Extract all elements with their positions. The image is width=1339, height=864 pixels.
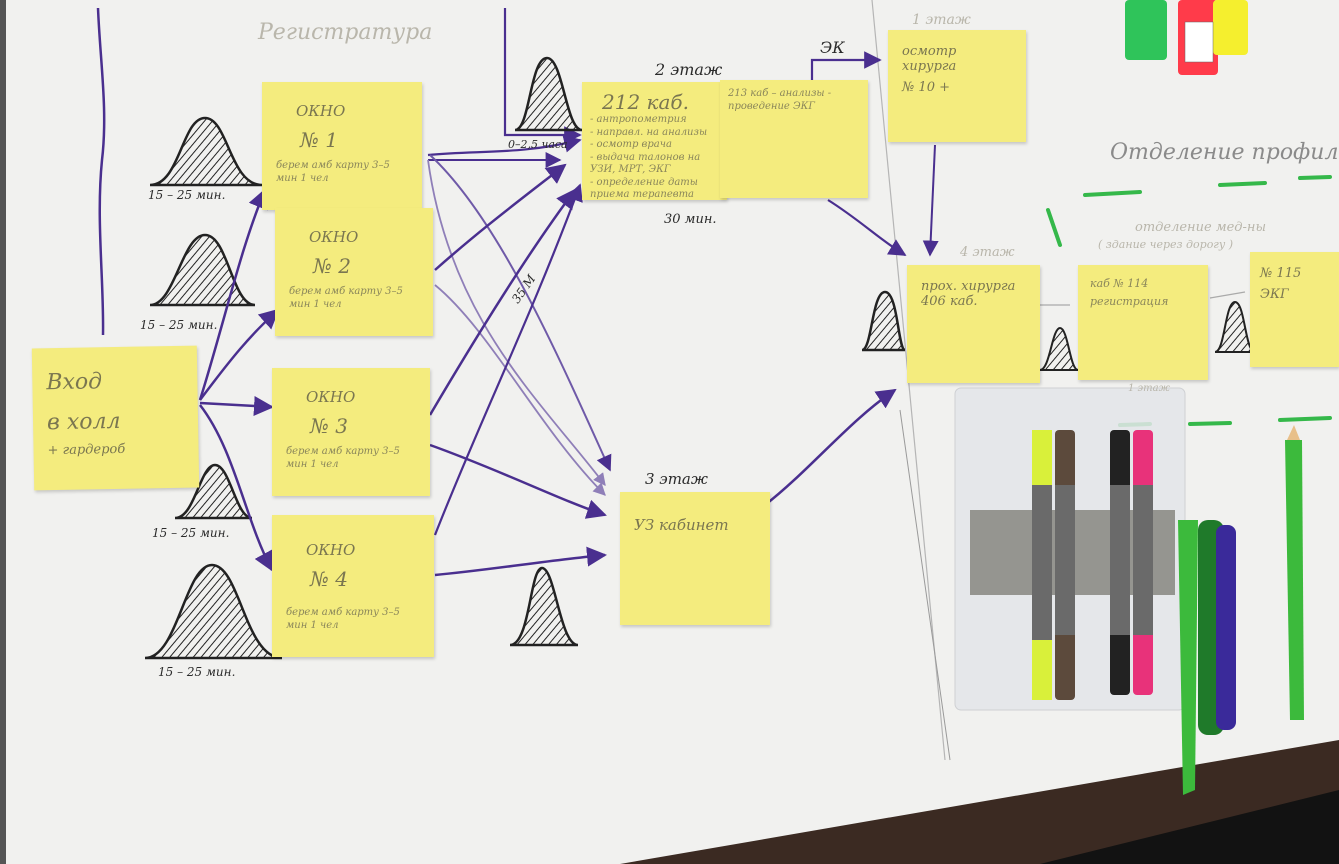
floor3-note: УЗ кабинет (620, 492, 770, 625)
window-2-desc: берем амб карту 3–5 мин 1 чел (289, 286, 403, 310)
floor2-cabinet-note: 212 каб. - антропометрия - направл. на а… (582, 82, 727, 200)
window-2-num: № 2 (313, 254, 352, 278)
window-3-desc: берем амб карту 3–5 мин 1 чел (286, 446, 400, 470)
window-1-title: ОКНО (296, 102, 346, 120)
table-floor (620, 740, 1339, 864)
window-2-title: ОКНО (309, 228, 359, 246)
green-dashes (1046, 175, 1332, 427)
dark-corner (1040, 790, 1339, 864)
cab114-sub: регистрация (1090, 294, 1169, 308)
queue-curve-4 (144, 563, 283, 660)
cab114-text: каб № 114 (1090, 277, 1149, 290)
window-3-num: № 3 (310, 414, 349, 438)
floor2-cabinet: 212 каб. (602, 90, 689, 114)
window-note-1: ОКНО № 1 берем амб карту 3–5 мин 1 чел (262, 82, 422, 210)
floor1-note-sub: № 10 + (902, 80, 951, 95)
window-1-desc: берем амб карту 3–5 мин 1 чел (276, 160, 390, 184)
queue-curve-6 (514, 56, 583, 132)
queue-curve-9 (1214, 300, 1256, 353)
wait-time-3: 15 – 25 мин. (152, 526, 230, 540)
floor2-second-note: 213 каб – анализы - проведение ЭКГ (720, 80, 868, 198)
floor2-duration: 30 мин. (664, 212, 717, 227)
department-title: Отделение профил (1110, 140, 1339, 165)
cab115-note: № 115 ЭКГ (1250, 252, 1339, 367)
floor2-item-5: - определение даты приема терапевта (590, 176, 698, 201)
wait-time-2: 15 – 25 мин. (140, 318, 218, 332)
floor4-note: прох. хирурга 406 каб. (907, 265, 1040, 383)
floor3-label: 3 этаж (645, 470, 708, 488)
registration-heading: Регистратура (258, 20, 433, 45)
window-4-num: № 4 (310, 567, 349, 591)
entry-line (96, 7, 106, 336)
queue-curve-7 (861, 290, 907, 352)
floor4-label: 4 этаж (960, 245, 1015, 260)
window-4-desc: берем амб карту 3–5 мин 1 чел (286, 607, 400, 631)
wait-time-1: 15 – 25 мин. (148, 188, 226, 202)
window-note-3: ОКНО № 3 берем амб карту 3–5 мин 1 чел (272, 368, 430, 496)
queue-curve-1 (149, 116, 263, 187)
floor1-surgeon-note: осмотр хирурга № 10 + (888, 30, 1026, 142)
floor2-label: 2 этаж (655, 60, 723, 79)
department-sub: отделение мед-ны (1135, 220, 1267, 235)
department-floor1: 1 этаж (1128, 383, 1170, 394)
floor2-item-3: - осмотр врача (590, 139, 672, 150)
floor4-note-text: прох. хирурга 406 каб. (921, 279, 1016, 309)
elevator-label: ЭК (820, 38, 845, 57)
queue-curve-3 (174, 463, 253, 520)
window-3-title: ОКНО (306, 388, 356, 406)
cab115-sub: ЭКГ (1260, 287, 1289, 302)
wait-time-4: 15 – 25 мин. (158, 665, 236, 679)
entrance-line1: Вход (46, 369, 103, 396)
floor2-queue-time: 0–2,5 часа (508, 138, 568, 151)
cab115-text: № 115 (1260, 266, 1302, 281)
floor1-top-label: 1 этаж (912, 12, 971, 28)
queue-curve-8 (1039, 326, 1079, 371)
entrance-line3: + гардероб (47, 441, 126, 458)
window-1-num: № 1 (300, 128, 339, 152)
window-note-2: ОКНО № 2 берем амб карту 3–5 мин 1 чел (275, 208, 433, 336)
floor2-item-1: - антропометрия (590, 114, 687, 125)
floor1-note-text: осмотр хирурга (902, 44, 957, 74)
floor3-note-text: УЗ кабинет (634, 516, 729, 534)
window-4-title: ОКНО (306, 541, 356, 559)
queue-curve-5 (509, 566, 579, 647)
highlighters (1125, 0, 1248, 75)
marker-case (954, 387, 1186, 711)
pens (1178, 425, 1304, 795)
floor2-note2: 213 каб – анализы - проведение ЭКГ (728, 88, 832, 112)
entrance-line2: в холл (46, 409, 121, 436)
queue-curve-2 (149, 233, 256, 307)
entrance-note: Вход в холл + гардероб (31, 345, 200, 491)
floor2-item-4: - выдача талонов на УЗИ, МРТ, ЭКГ (590, 151, 701, 176)
department-sub2: ( здание через дорогу ) (1098, 238, 1234, 251)
cab114-note: каб № 114 регистрация (1078, 265, 1208, 380)
floor2-item-2: - направл. на анализы (590, 126, 708, 138)
window-note-4: ОКНО № 4 берем амб карту 3–5 мин 1 чел (272, 515, 434, 657)
